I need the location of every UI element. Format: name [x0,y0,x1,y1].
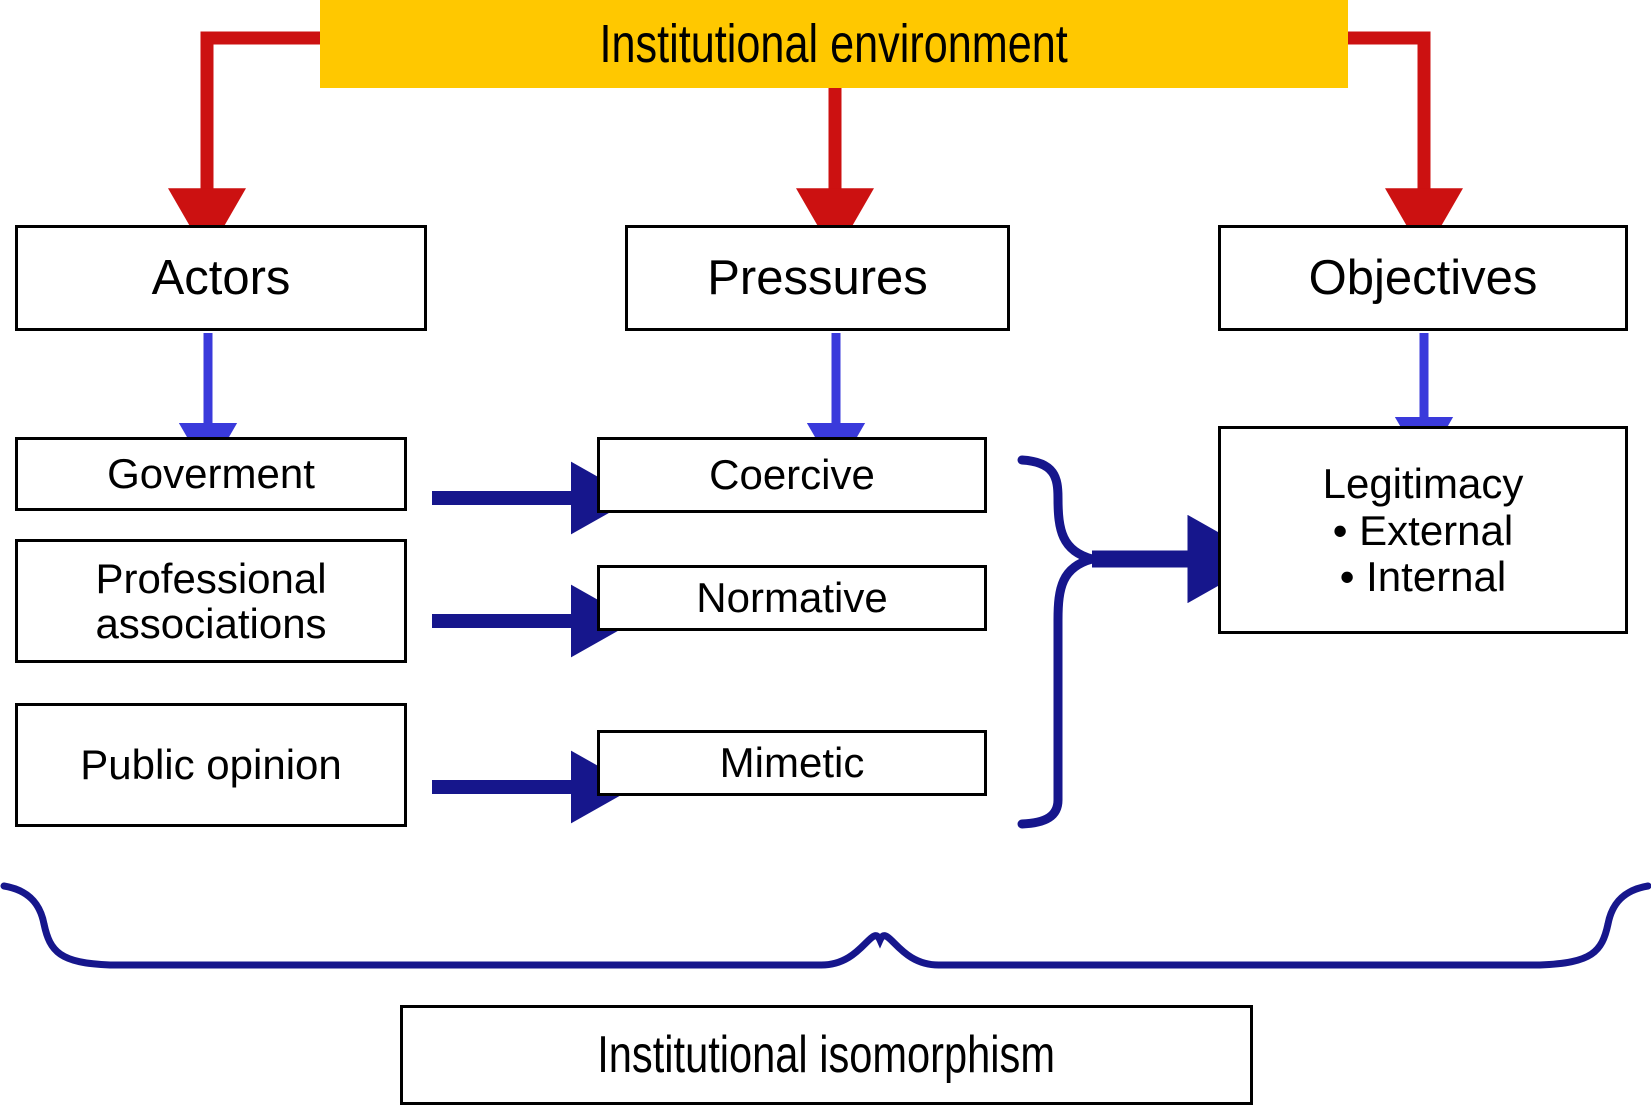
red-arrow-to-objectives [1348,31,1463,256]
pressure-box-mimetic[interactable]: Mimetic [597,730,987,796]
objectives-header-label: Objectives [1308,250,1538,305]
objectives-header-box[interactable]: Objectives [1218,225,1628,331]
actors-header-label: Actors [151,250,291,305]
objective-box-legitimacy[interactable]: Legitimacy • External • Internal [1218,426,1628,634]
institutional-isomorphism-box[interactable]: Institutional isomorphism [400,1005,1253,1105]
legitimacy-bullet-external: • External [1332,507,1514,555]
legitimacy-bullet-internal: • Internal [1339,552,1507,600]
pressures-header-label: Pressures [707,250,928,305]
pressure-label-mimetic: Mimetic [719,739,865,787]
red-arrow-to-actors [168,31,320,256]
actor-box-goverment[interactable]: Goverment [15,437,407,511]
pressure-box-normative[interactable]: Normative [597,565,987,631]
pressures-curly-brace [1017,455,1110,829]
pressure-label-coercive: Coercive [709,451,875,499]
actor-label-line-1: Professional [95,554,327,602]
institutional-isomorphism-label: Institutional isomorphism [597,1025,1056,1084]
pressure-label-normative: Normative [696,574,888,622]
actors-header-box[interactable]: Actors [15,225,427,331]
actor-label-line-2: associations [95,600,327,647]
institutional-environment-banner: Institutional environment [320,0,1348,88]
actor-box-public-opinion[interactable]: Public opinion [15,703,407,827]
legitimacy-title: Legitimacy [1322,459,1524,507]
actor-label-public-opinion: Public opinion [80,741,342,789]
isomorphism-curly-brace [0,882,1651,969]
actor-label-professional-associations: Professional associations [95,554,327,647]
legitimacy-content: Legitimacy • External • Internal [1221,461,1625,599]
actor-label-goverment: Goverment [107,450,315,498]
pressure-box-coercive[interactable]: Coercive [597,437,987,513]
banner-title: Institutional environment [599,14,1069,74]
pressures-header-box[interactable]: Pressures [625,225,1010,331]
actor-box-professional-associations[interactable]: Professional associations [15,539,407,663]
